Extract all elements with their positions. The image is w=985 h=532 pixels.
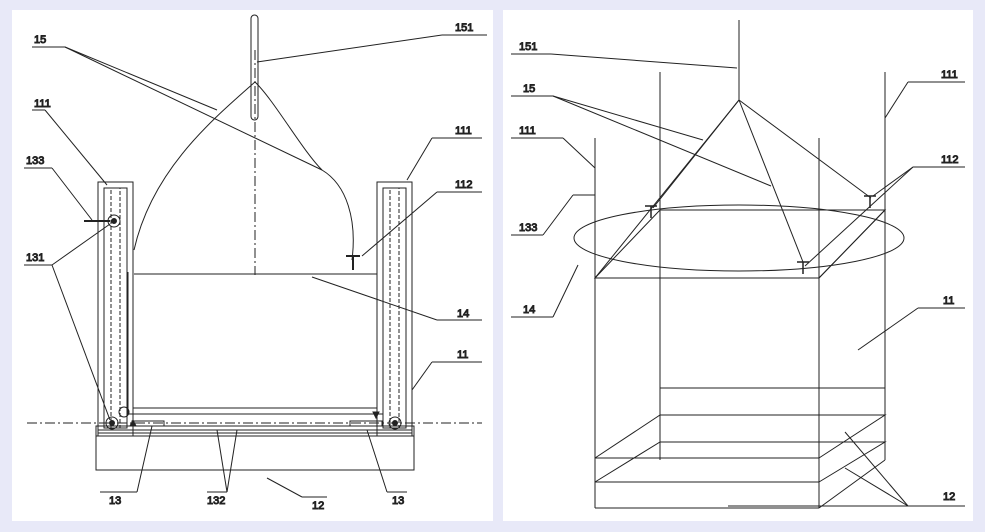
marker-left xyxy=(129,418,137,427)
slider-right xyxy=(349,420,383,427)
hanging-rod xyxy=(250,14,259,121)
pulley-top-left-center xyxy=(111,218,117,224)
base-layer-bottom-right xyxy=(818,459,886,509)
label-15: 15 xyxy=(523,83,535,95)
label-111-left: 111 xyxy=(34,98,51,110)
label-111-right: 111 xyxy=(455,125,472,137)
pulley-bottom-right xyxy=(388,416,402,430)
base-plate xyxy=(95,425,415,437)
label-15: 15 xyxy=(34,34,46,46)
pulley-bottom-left xyxy=(105,416,119,430)
marker-right xyxy=(372,411,380,420)
label-133: 133 xyxy=(26,155,44,167)
base-block xyxy=(95,435,415,471)
label-133: 133 xyxy=(519,222,537,234)
inner-vessel-line xyxy=(132,272,378,409)
sensor-front xyxy=(797,261,809,274)
label-12: 12 xyxy=(312,500,324,512)
bag-edge-4 xyxy=(652,99,740,209)
label-13-left: 13 xyxy=(109,495,121,507)
label-151: 151 xyxy=(519,41,537,53)
label-111-left: 111 xyxy=(519,125,536,137)
label-13-right: 13 xyxy=(392,495,404,507)
bag-right-curve xyxy=(254,81,354,261)
bag-edge-3 xyxy=(738,99,872,199)
left-diagram: 15 151 111 111 133 112 131 14 11 13 132 … xyxy=(24,14,487,513)
base-channel xyxy=(97,429,413,434)
label-12: 12 xyxy=(943,491,955,503)
label-11: 11 xyxy=(943,295,954,307)
leader-lines xyxy=(511,53,965,507)
label-14: 14 xyxy=(457,308,469,320)
left-section-view: 15 151 111 111 133 112 131 14 11 13 132 … xyxy=(12,10,493,521)
label-112: 112 xyxy=(941,154,959,166)
left-wall-inner xyxy=(103,187,128,429)
inner-vessel-outer-line xyxy=(127,272,384,415)
sensor-probe xyxy=(346,255,360,270)
right-perspective-view: 151 111 15 111 112 133 14 11 12 xyxy=(503,10,973,521)
label-14: 14 xyxy=(523,304,535,316)
sensor-left xyxy=(645,205,657,218)
right-wall-outer xyxy=(376,181,413,437)
right-wall-channel xyxy=(389,187,400,429)
bag-left-curve xyxy=(133,81,256,251)
label-111-right: 111 xyxy=(941,69,958,81)
liquid-surface xyxy=(593,209,887,279)
guide-roller xyxy=(118,406,130,418)
bag-edge-2 xyxy=(738,99,804,263)
base-layer-middle xyxy=(594,441,887,483)
pulley-bottom-left-center xyxy=(109,420,115,426)
pulley-bottom-right-center xyxy=(392,420,398,426)
right-diagram: 151 111 15 111 112 133 14 11 12 xyxy=(511,20,965,509)
label-112: 112 xyxy=(455,179,473,191)
label-11: 11 xyxy=(457,349,468,361)
leader-lines xyxy=(24,34,487,498)
label-151: 151 xyxy=(455,22,473,34)
liquid-ellipse xyxy=(573,204,905,272)
label-131: 131 xyxy=(26,252,44,264)
label-132: 132 xyxy=(207,495,225,507)
surface-right-edge xyxy=(818,209,886,279)
base-layer-top xyxy=(594,414,887,459)
